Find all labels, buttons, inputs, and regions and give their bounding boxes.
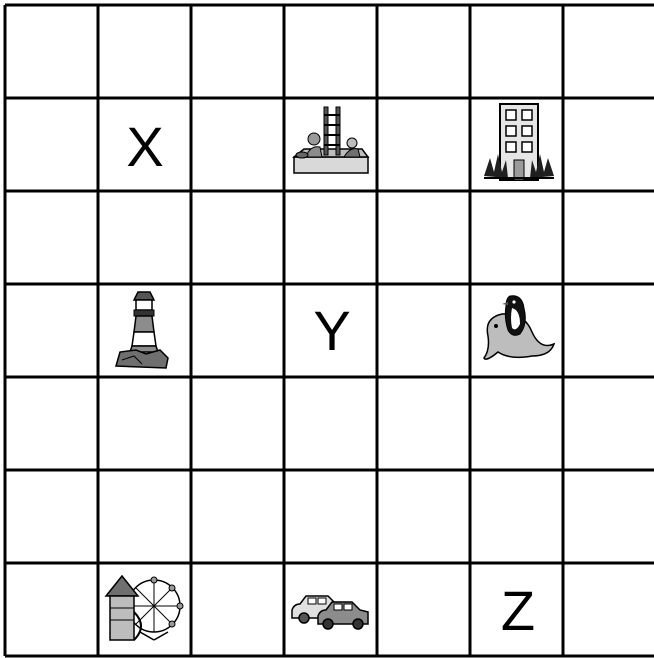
- letter-x: X: [126, 115, 163, 178]
- letter-y: Y: [313, 299, 350, 362]
- letter-z: Z: [501, 579, 535, 642]
